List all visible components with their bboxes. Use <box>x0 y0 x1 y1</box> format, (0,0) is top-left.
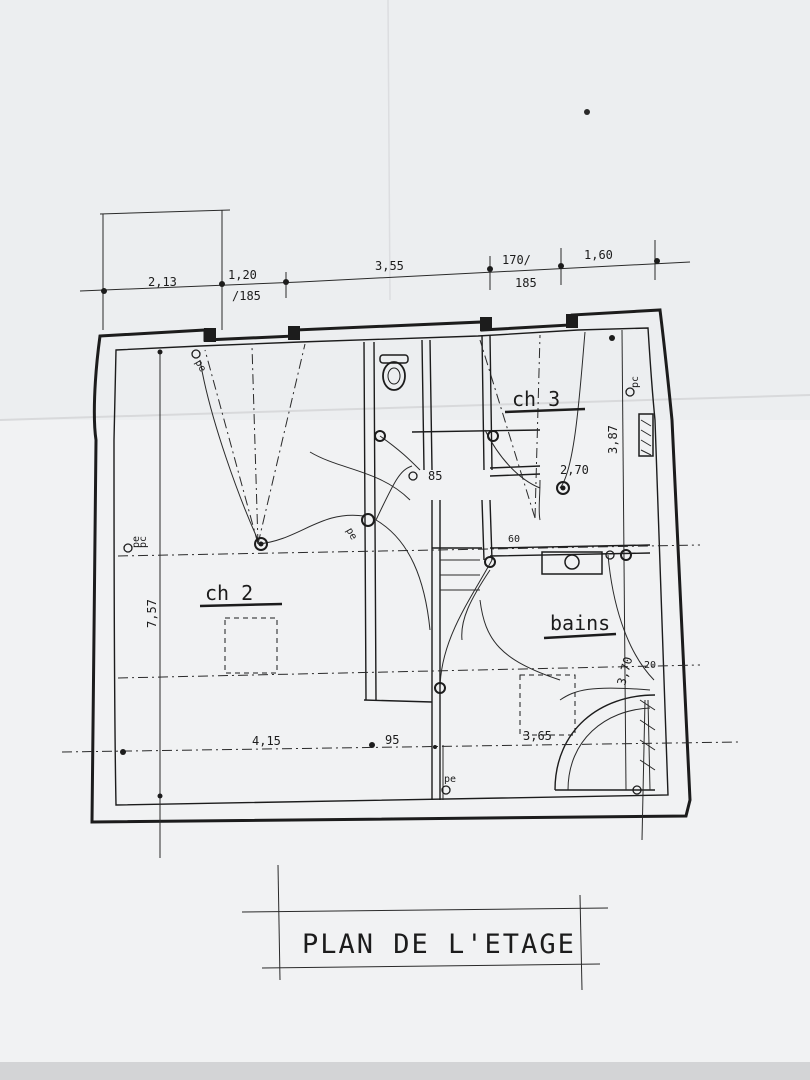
title-frame <box>241 864 609 991</box>
dim-top-120: 1,20 <box>228 268 257 282</box>
top-dimension-lines <box>79 209 691 330</box>
dim-bottom-365: 3,65 <box>523 729 552 743</box>
room-label-ch2: ch_2 <box>205 581 253 605</box>
sanitary-fixtures <box>224 354 656 771</box>
socket-1 <box>408 471 418 481</box>
ceiling-light-ch2 <box>254 537 268 551</box>
paper-fold-top <box>0 0 810 420</box>
door-swings <box>375 465 656 791</box>
socket-6 <box>632 785 642 795</box>
wc-tank <box>379 354 409 364</box>
outer-walls <box>90 308 692 824</box>
socket-7 <box>625 387 635 397</box>
washbasin <box>541 551 603 575</box>
bath-dashed <box>519 674 576 736</box>
dim-inner-85: 85 <box>428 469 442 483</box>
symbol-pe-4: pe <box>131 536 142 548</box>
dim-top-185b: 185 <box>515 276 537 290</box>
plan-title: PLAN DE L'ETAGE <box>302 929 576 960</box>
interior-walls <box>363 334 651 800</box>
room-label-ch3: ch_3 <box>512 387 560 411</box>
room-underline-bains <box>543 632 617 640</box>
paper-mark <box>584 109 590 115</box>
symbol-pe-1: pe <box>192 358 208 374</box>
symbol-pe-3: pe <box>444 774 456 785</box>
wall-post-2 <box>288 326 300 340</box>
paper-bottom-edge <box>0 1062 810 1080</box>
room-underline-ch2 <box>199 602 283 608</box>
socket-4 <box>191 349 201 359</box>
switch-5 <box>434 682 446 694</box>
paper-fold-horizontal <box>0 394 810 421</box>
socket-3 <box>123 543 133 553</box>
electrical-wiring <box>123 331 655 795</box>
dim-right-387: 3,87 <box>606 425 620 454</box>
symbol-pc-1: pc <box>630 376 641 388</box>
symbol-pe-2: pe <box>343 526 359 542</box>
room-label-bains: bains <box>550 611 610 635</box>
dim-left-757: 7,57 <box>145 599 159 628</box>
dim-top-213: 2,13 <box>148 275 177 289</box>
room-underline-ch3 <box>504 407 586 414</box>
switch-2 <box>374 430 386 442</box>
wall-post-3 <box>480 317 492 331</box>
switch-6 <box>620 549 632 561</box>
ceiling-light-ch3 <box>556 481 570 495</box>
switch-4 <box>484 556 496 568</box>
dim-top-185a: /185 <box>232 289 261 303</box>
dim-inner-60: 60 <box>508 534 520 545</box>
socket-5 <box>605 550 615 560</box>
wall-post-1 <box>204 328 216 342</box>
dim-top-160: 1,60 <box>584 248 613 262</box>
dim-inner-20: 20 <box>644 660 656 671</box>
dim-bottom-95: 95 <box>385 733 399 747</box>
dim-top-355: 3,55 <box>375 259 404 273</box>
socket-2 <box>441 785 451 795</box>
dim-top-170: 170/ <box>502 253 531 267</box>
dim-bottom-415: 4,15 <box>252 734 281 748</box>
dim-inner-270: 2,70 <box>560 463 589 477</box>
paper-fold-vertical <box>387 0 391 301</box>
switch-1 <box>361 513 375 527</box>
wall-post-4 <box>566 314 578 328</box>
radiator <box>638 413 654 457</box>
switch-3 <box>487 430 499 442</box>
symbol-pc-2: pc <box>138 536 149 548</box>
wc-bowl <box>382 361 406 391</box>
